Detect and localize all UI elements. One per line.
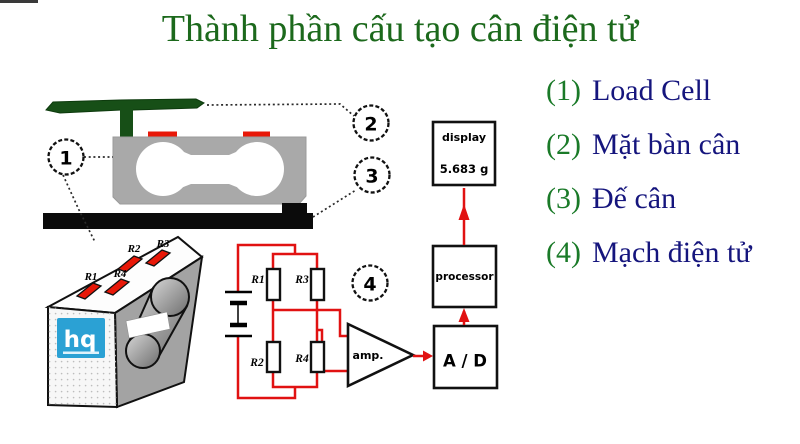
gauge-label-r1: R1 (84, 271, 98, 283)
legend-label-4: Mạch điện tử (591, 236, 752, 269)
callout-lines (62, 103, 357, 243)
manufacturer-logo: hq (57, 318, 105, 358)
callout1-line-diagonal (62, 174, 96, 243)
callout2-line (206, 103, 355, 117)
callout-number-3: 3 (365, 166, 378, 188)
amplifier-label: amp. (353, 349, 384, 362)
processor-label: processor (435, 271, 494, 283)
amp-output-arrowhead (423, 350, 433, 362)
legend-label-3: Đế cân (591, 182, 677, 215)
base-bar (43, 213, 313, 229)
wire-battery-top (236, 243, 297, 291)
callout-circles: 1 2 3 4 (47, 104, 391, 302)
scale-assembly (43, 98, 313, 229)
legend-item-load-cell: (1) Load Cell (546, 64, 752, 118)
load-cell-cutout (136, 142, 284, 196)
gauge-mark-left (148, 131, 177, 138)
logo-text: hq (64, 327, 97, 353)
wire-bridge-top (271, 252, 319, 269)
callout-circle-2 (352, 104, 390, 142)
legend-item-circuit: (4) Mạch điện tử (546, 226, 752, 280)
processor-box: processor (431, 244, 498, 309)
resistor-r3 (309, 267, 326, 302)
amplifier: amp. (346, 321, 417, 389)
callout-circle-1 (47, 138, 85, 176)
platform-stem (120, 107, 133, 137)
resistor-r1 (265, 267, 282, 302)
legend-label-1: Load Cell (591, 74, 712, 107)
processor-display-arrowhead (458, 204, 470, 220)
gauge-mark-right (243, 131, 270, 138)
callout-number-1: 1 (59, 148, 72, 170)
strain-gauge-r2 (116, 255, 144, 273)
legend-item-base: (3) Đế cân (546, 172, 752, 226)
electronics-circuit: R1 R3 R2 R4 amp. A / D (225, 120, 499, 400)
adc-box: A / D (432, 324, 499, 390)
platform-plate (45, 98, 205, 114)
bridge-resistors: R1 R3 R2 R4 (249, 267, 326, 374)
legend-num-4: (4) (546, 236, 581, 269)
strain-gauges: R1 R4 R2 R3 (75, 238, 172, 300)
display-value: 5.683 g (440, 162, 489, 176)
gauge-label-r4: R4 (113, 268, 127, 280)
bridge-label-r1: R1 (250, 274, 264, 286)
load-cell-3d: hq R1 R4 R2 R3 (44, 235, 204, 409)
screen-artifact (0, 0, 38, 3)
callout-circle-3 (353, 156, 391, 194)
legend-label-2: Mặt bàn cân (591, 128, 741, 161)
base-foot (282, 203, 307, 213)
wire-output-a (273, 308, 348, 338)
gauge-label-r2: R2 (127, 243, 141, 255)
callout-circle-4 (351, 264, 389, 302)
block-hole (125, 277, 190, 369)
resistor-r4 (309, 340, 326, 374)
bridge-label-r2: R2 (249, 357, 264, 369)
callout3-line (312, 189, 357, 218)
page-title: Thành phần cấu tạo cân điện tử (161, 8, 639, 50)
adc-label: A / D (443, 352, 487, 371)
strain-gauge-r3 (144, 249, 172, 267)
strain-gauge-r1 (75, 282, 103, 300)
gauge-label-r3: R3 (156, 238, 170, 250)
resistor-r2 (265, 340, 282, 374)
battery-symbol (225, 290, 252, 338)
strain-gauge-r4 (103, 278, 131, 296)
wire-bridge-bottom (271, 372, 319, 389)
callout-number-4: 4 (363, 274, 376, 296)
adc-processor-arrowhead (458, 308, 470, 322)
wire-battery-bottom (236, 336, 297, 400)
legend-num-2: (2) (546, 128, 581, 161)
bridge-wiring (236, 243, 348, 400)
block-hole-web (125, 311, 171, 339)
legend: (1) Load Cell (2) Mặt bàn cân (3) Đế cân… (546, 64, 752, 280)
display-box: display 5.683 g (431, 120, 497, 187)
bridge-label-r4: R4 (294, 353, 309, 365)
legend-item-platform: (2) Mặt bàn cân (546, 118, 752, 172)
legend-num-1: (1) (546, 74, 581, 107)
legend-num-3: (3) (546, 182, 581, 215)
callout-number-2: 2 (364, 114, 377, 136)
display-label: display (442, 131, 486, 144)
bridge-label-r3: R3 (294, 274, 309, 286)
